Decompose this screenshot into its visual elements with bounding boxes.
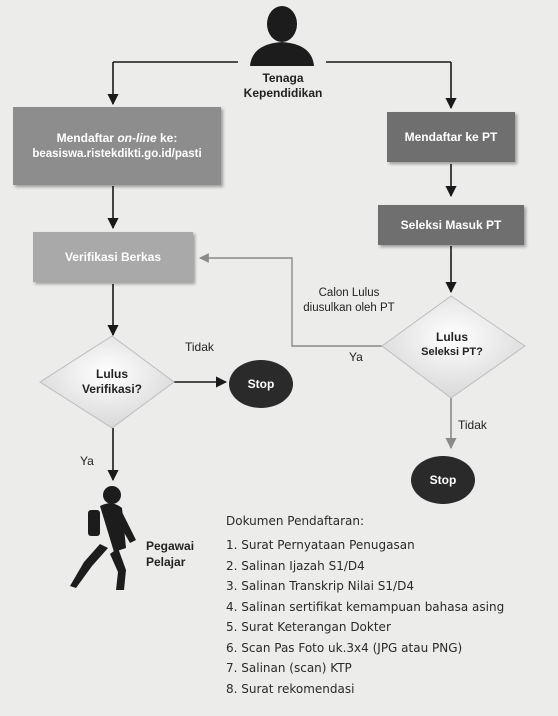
document-item: 8. Surat rekomendasi: [226, 681, 355, 696]
return-connector: [199, 253, 382, 347]
pt-registration-box: Mendaftar ke PT: [387, 112, 515, 162]
right-yes-label: Ya: [349, 350, 363, 364]
person-icon: [250, 6, 314, 66]
document-item: 2. Salinan Ijazah S1/D4: [226, 558, 365, 573]
document-item: 3. Salinan Transkrip Nilai S1/D4: [226, 579, 414, 593]
document-item: 6. Scan Pas Foto uk.3x4 (JPG atau PNG): [226, 640, 463, 655]
online-registration-box: Mendaftar on-line ke: beasiswa.ristekdik…: [13, 107, 221, 185]
documents-list: Dokumen Pendaftaran: 1. Surat Pernyataan…: [226, 514, 556, 699]
document-item: 7. Salinan (scan) KTP: [226, 661, 352, 675]
verification-decision-label: Lulus Verifikasi?: [81, 367, 143, 396]
document-item: 1. Surat Pernyataan Penugasan: [226, 538, 415, 552]
verification-box: Verifikasi Berkas: [33, 232, 193, 282]
end-label: Pegawai Pelajar: [146, 539, 195, 569]
documents-title: Dokumen Pendaftaran:: [226, 514, 365, 528]
selection-decision-shape: [381, 295, 526, 399]
right-stop-shape: [411, 456, 475, 504]
start-label: Tenaga Kependidikan: [243, 71, 323, 100]
selection-decision-label: Lulus Seleksi PT?: [421, 330, 483, 358]
student-icon: [70, 486, 136, 590]
document-item: 5. Surat Keterangan Dokter: [226, 620, 391, 634]
document-item: 4. Salinan sertifikat kemampuan bahasa a…: [226, 599, 505, 614]
left-stop-shape: [229, 360, 293, 408]
right-no-label: Tidak: [458, 418, 487, 432]
left-yes-label: Ya: [80, 454, 94, 468]
right-stop-label: Stop: [429, 473, 457, 487]
return-path-label: Calon Lulus diusulkan oleh PT: [303, 287, 395, 314]
left-stop-label: Stop: [247, 377, 275, 391]
pt-selection-box: Seleksi Masuk PT: [378, 205, 524, 245]
left-no-label: Tidak: [185, 340, 214, 354]
verification-decision-shape: [39, 335, 175, 429]
